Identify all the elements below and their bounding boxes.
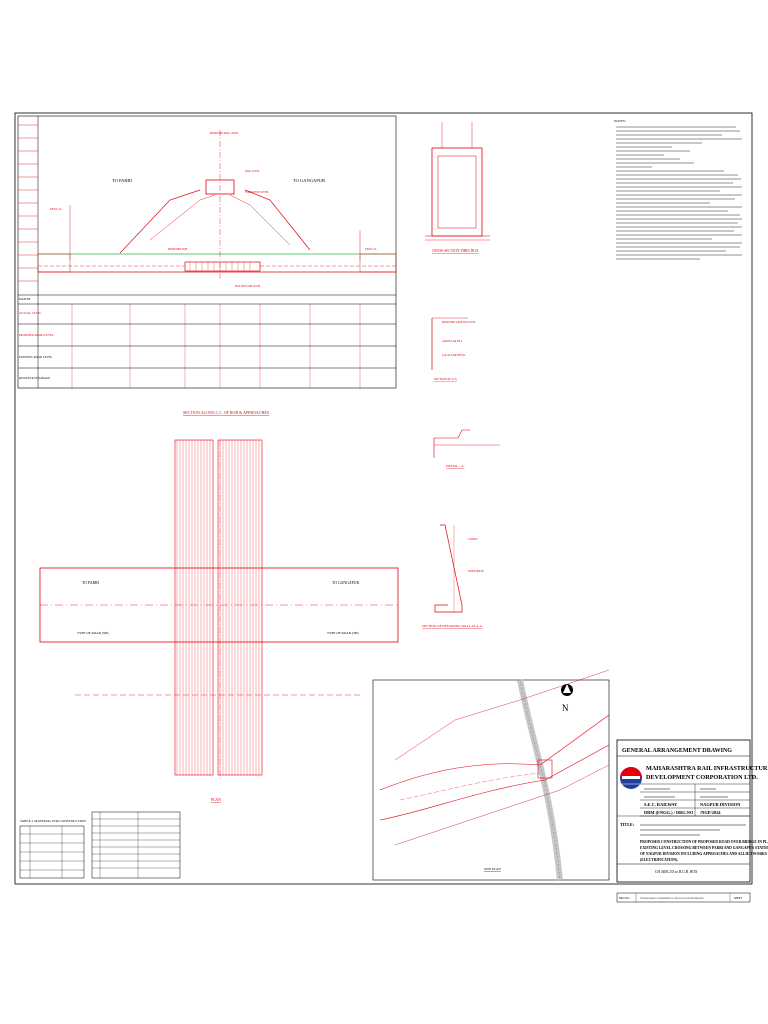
title-text-line2: EXISTING LEVEL CROSSING BETWEEN PARBI AN…	[640, 846, 768, 850]
row-label-proposed-road: PROPOSED ROAD LEVEL	[19, 333, 54, 337]
division-name: NAGPUR DIVISION	[700, 802, 741, 807]
site-plan-title: SITE PLAN	[484, 867, 501, 871]
footer-note: THIS DRAWING IS CONFIDENTIAL AND NOT TO …	[640, 897, 704, 900]
title-text-line1: PROPOSED CONSTRUCTION OF PROPOSED ROAD O…	[640, 840, 768, 844]
to-gangapur-label: TO GANGAPUR	[293, 178, 325, 183]
material-table-title: TABLE-1 MATERIAL FOR CONSTRUCTION	[20, 819, 86, 823]
plan-to-gangapur: TO GANGAPUR	[332, 581, 360, 585]
mrid-logo	[620, 767, 642, 789]
notes-block: NOTES:	[614, 119, 742, 260]
svg-text:RAIL LEVEL: RAIL LEVEL	[245, 170, 260, 173]
svg-text:EXIST. GL: EXIST. GL	[365, 248, 377, 251]
drawing-number-label: DRM (ENGG.) / DRG.NO	[644, 810, 694, 815]
north-label: N	[562, 703, 569, 713]
to-parbi-label: TO PARBI	[112, 178, 132, 183]
retaining-wall-title: SECTION OF RETAINING WALL AT A-A	[422, 624, 483, 628]
svg-text:LOCAL EARTH FILL: LOCAL EARTH FILL	[442, 354, 466, 357]
plan-to-parbi: TO PARBI	[82, 581, 100, 585]
plan-view: TO PARBI TO GANGAPUR TYPE OF ROAD (SH) T…	[39, 439, 399, 802]
row-label-distance: DISTANCE/CHAINAGE	[19, 376, 50, 380]
row-label-actual-level: ACTUAL LEVEL	[19, 311, 41, 315]
material-table: TABLE-1 MATERIAL FOR CONSTRUCTION	[19, 811, 181, 879]
detail-a: DETAIL - 'A'	[433, 429, 500, 468]
cross-section-box: CROSS SECTION THRU BOX	[425, 122, 490, 253]
plan-title: PLAN	[211, 798, 221, 802]
title-block: GENERAL ARRANGEMENT DRAWING MAHARASHTRA …	[616, 739, 768, 883]
row-label-datum: DATUM	[19, 297, 30, 301]
footer-sheet: SHEET	[734, 897, 742, 900]
svg-text:PROPOSED RUB: PROPOSED RUB	[168, 248, 188, 251]
company-name-line1: MAHARASHTRA RAIL INFRASTRUCTURE	[646, 765, 768, 772]
svg-text:WEEP HOLES: WEEP HOLES	[468, 570, 485, 573]
title-label: TITLE:	[620, 822, 635, 827]
svg-text:PROPOSED GROUND LEVEL: PROPOSED GROUND LEVEL	[442, 321, 476, 324]
drawing-number-code: /NGP/2024	[699, 810, 721, 815]
railway-name: S.E.C. RAILWAY	[644, 802, 678, 807]
longitudinal-section: TO PARBI TO GANGAPUR PROPOSED RAIL LEVEL…	[17, 115, 397, 415]
svg-text:FORMATION LEVEL: FORMATION LEVEL	[245, 191, 269, 194]
notes-heading: NOTES:	[614, 119, 626, 123]
site-plan: N SITE PLAN	[372, 669, 610, 881]
svg-text:PROPOSED RAIL LEVEL: PROPOSED RAIL LEVEL	[210, 132, 239, 135]
sheet-border	[14, 112, 753, 885]
site-plan-frame	[372, 679, 610, 881]
detail-a-title: DETAIL - 'A'	[446, 464, 465, 468]
detail-retaining-wall: COPING WEEP HOLES SECTION OF RETAINING W…	[422, 524, 485, 628]
svg-text:EXIST. GL: EXIST. GL	[50, 208, 62, 211]
cross-section-title: CROSS SECTION THRU BOX	[432, 249, 479, 253]
section-title: SECTION ALONG C.L. OF ROB & APPROACHES	[183, 410, 269, 415]
section-frame	[17, 115, 397, 389]
detail-earthwork: PROPOSED GROUND LEVEL GRANULAR FILL LOCA…	[431, 317, 476, 381]
svg-text:COPING: COPING	[468, 538, 478, 541]
svg-text:BOX BOTTOM LEVEL: BOX BOTTOM LEVEL	[235, 285, 261, 288]
company-name-line2: DEVELOPMENT CORPORATION LTD.	[646, 774, 758, 781]
row-label-existing-road: EXISTING ROAD LEVEL	[19, 355, 52, 359]
title-text-line3: OF NAGPUR DIVISION INCLUDING APPROACHES …	[640, 852, 767, 856]
drawing-type: GENERAL ARRANGEMENT DRAWING	[622, 748, 732, 754]
footer-strip: DRG.NO : - THIS DRAWING IS CONFIDENTIAL …	[616, 892, 751, 903]
footer-drg-label: DRG.NO : -	[619, 897, 632, 900]
box-label: CH 4658.235 to R.U.B. BOX	[655, 870, 698, 874]
plan-road-right: TYPE OF ROAD (SH)	[327, 631, 359, 635]
title-text-line4: (ELECTRIFICATION).	[640, 858, 678, 862]
plan-road-left: TYPE OF ROAD (SH)	[77, 631, 109, 635]
svg-text:GRANULAR FILL: GRANULAR FILL	[442, 340, 463, 343]
earthwork-title: SECTION AT X-X	[434, 377, 458, 381]
